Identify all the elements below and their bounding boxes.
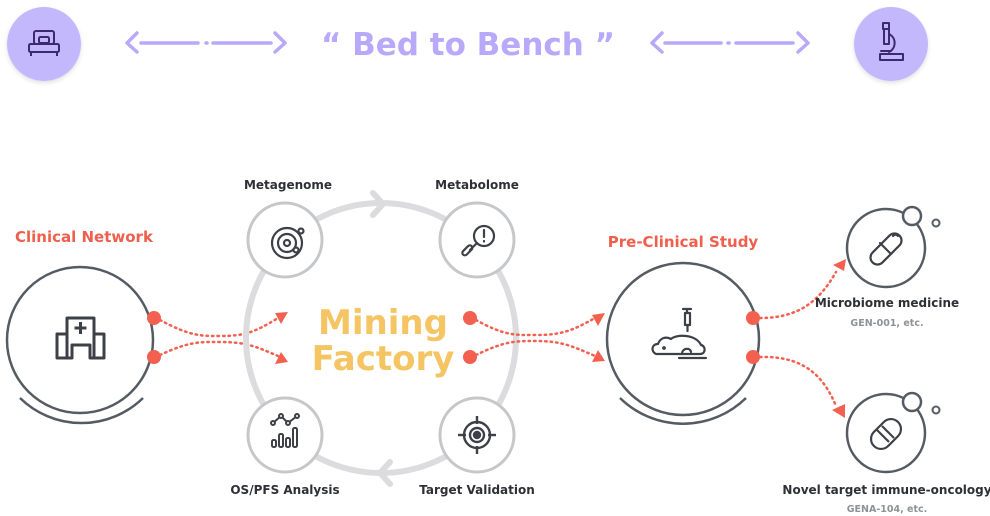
magnifier-alert-icon [461,224,496,257]
arrowhead [832,404,845,418]
clinical-network-label: Clinical Network [15,228,154,246]
node-target-validation [438,396,516,474]
tablet-icon [869,417,903,451]
output-subtitle: GEN-001, etc. [850,318,923,329]
clinical-network-node [5,265,161,425]
pre-clinical-node [605,261,761,425]
node-label-target-validation: Target Validation [419,483,535,497]
hospital-icon [55,316,106,360]
target-icon [458,416,496,454]
bed-badge [7,7,81,81]
connector-dot [147,311,161,325]
connector-dot [463,350,477,364]
chart-analysis-icon [270,413,300,448]
pre-clinical-label: Pre-Clinical Study [608,233,759,251]
flow-preclinical-to-outputs [758,270,838,408]
mining-factory-cycle [243,190,519,487]
arrowhead [833,259,846,271]
left-double-arrow [125,31,287,54]
output-subtitle: GENA-104, etc. [847,504,928,515]
node-label-os-pfs-analysis: OS/PFS Analysis [230,483,339,497]
orbit-icon [270,226,305,260]
arrowhead [275,352,288,364]
flow-clinical-to-mining [158,316,280,358]
arrowhead [592,313,605,326]
mining-factory-title-line2: Factory [312,339,455,379]
flow-mining-to-preclinical [474,316,597,358]
node-metabolome [438,201,516,279]
node-os-pfs-analysis [246,396,324,474]
microscope-badge [854,7,928,81]
output-title: Novel target immune-oncology [782,483,990,497]
arrowhead [275,312,288,324]
node-label-metagenome: Metagenome [244,178,332,192]
output-novel-target [845,391,941,474]
page-title: “ Bed to Bench ” [321,27,615,63]
connector-dot [746,311,760,325]
output-title: Microbiome medicine [815,296,959,310]
output-microbiome-medicine [845,205,941,289]
microscope-icon [879,22,904,61]
cycle-arrowhead-top [370,190,386,218]
mining-factory-title-line1: Mining [318,303,448,343]
node-metagenome [246,201,324,279]
right-double-arrow [650,31,810,54]
capsule-icon [869,232,903,266]
mouse-syringe-icon [651,307,708,360]
connector-dot [147,350,161,364]
node-label-metabolome: Metabolome [435,178,519,192]
connector-dot [746,350,760,364]
bed-icon [28,30,60,56]
arrowhead [592,350,605,362]
connector-dot [463,311,477,325]
cycle-arrowhead-bottom [377,459,393,487]
